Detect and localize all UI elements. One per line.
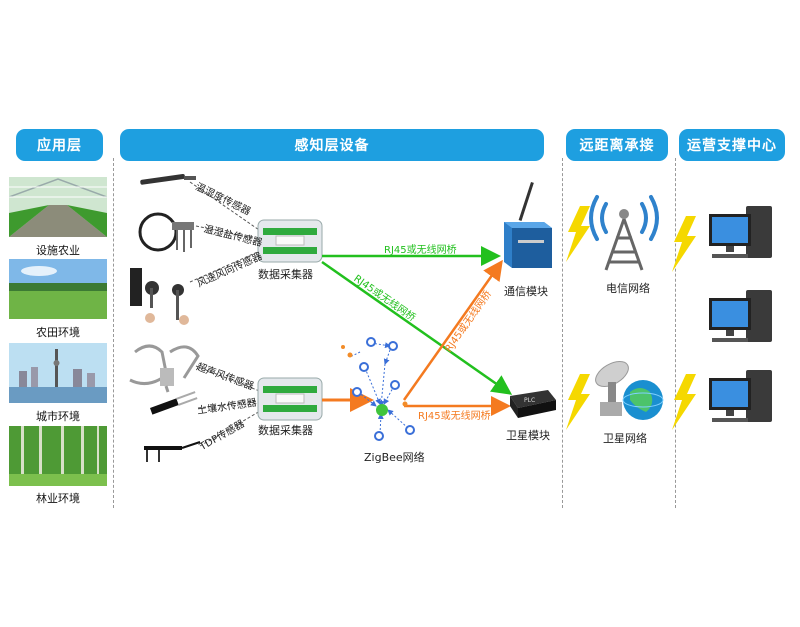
data-collector-bottom-icon: [257, 377, 323, 421]
app-label-facility-agriculture: 设施农业: [36, 244, 80, 257]
link-label-orange-low: RJ45或无线网桥: [418, 411, 491, 422]
separator-1: [113, 158, 114, 508]
app-label-farmland: 农田环境: [36, 326, 80, 339]
telecom-net-label: 电信网络: [606, 282, 650, 295]
telecom-tower-icon: [589, 195, 659, 271]
forest-photo: [9, 426, 107, 486]
tdp-sensor-icon: [144, 441, 201, 462]
header-ops-center: 运营支撑中心: [679, 129, 785, 161]
soil-moisture-sensor-icon: [150, 391, 198, 415]
orange-link-diag: [402, 259, 503, 401]
lightning-bolt-3-icon: [672, 216, 696, 272]
app-label-forestry: 林业环境: [36, 492, 80, 505]
salinity-sensor-icon: [138, 212, 194, 252]
link-label-green-top: RJ45或无线网桥: [384, 245, 457, 256]
lightning-bolt-1-icon: [566, 206, 590, 262]
collector-label-bottom: 数据采集器: [258, 424, 313, 437]
lightning-bolt-2-icon: [566, 374, 590, 430]
sat-module-label: 卫星模块: [506, 429, 550, 442]
header-app-layer: 应用层: [16, 129, 103, 161]
data-collector-top-icon: [257, 219, 323, 263]
computer-1-icon: [709, 206, 772, 258]
temp-humidity-sensor-icon: [140, 173, 196, 185]
city-photo: [9, 343, 107, 403]
app-label-city: 城市环境: [36, 410, 80, 423]
zigbee-label: ZigBee网络: [364, 451, 425, 464]
globe-icon: [622, 380, 664, 420]
header-sensing-layer: 感知层设备: [120, 129, 544, 161]
computer-2-icon: [709, 290, 772, 342]
svg-text:PLC: PLC: [524, 397, 535, 404]
satellite-dish-icon: [595, 361, 629, 416]
collector-label-top: 数据采集器: [258, 268, 313, 281]
zigbee-network-icon: [341, 337, 415, 441]
sat-net-label: 卫星网络: [603, 432, 647, 445]
farmland-photo: [9, 259, 107, 319]
separator-3: [675, 158, 676, 508]
header-remote-link: 远距离承接: [566, 129, 668, 161]
sat-module-icon: PLC: [510, 390, 556, 418]
comm-module-icon: [504, 182, 552, 268]
green-link-diag: [321, 260, 513, 395]
comm-module-label: 通信模块: [504, 285, 548, 298]
lightning-bolt-4-icon: [672, 374, 696, 430]
wind-sensor-icon: [130, 268, 189, 325]
computer-3-icon: [709, 370, 772, 422]
ultrasonic-wind-sensor-icon: [129, 344, 200, 393]
greenhouse-photo: [9, 177, 107, 237]
separator-2: [562, 158, 563, 508]
